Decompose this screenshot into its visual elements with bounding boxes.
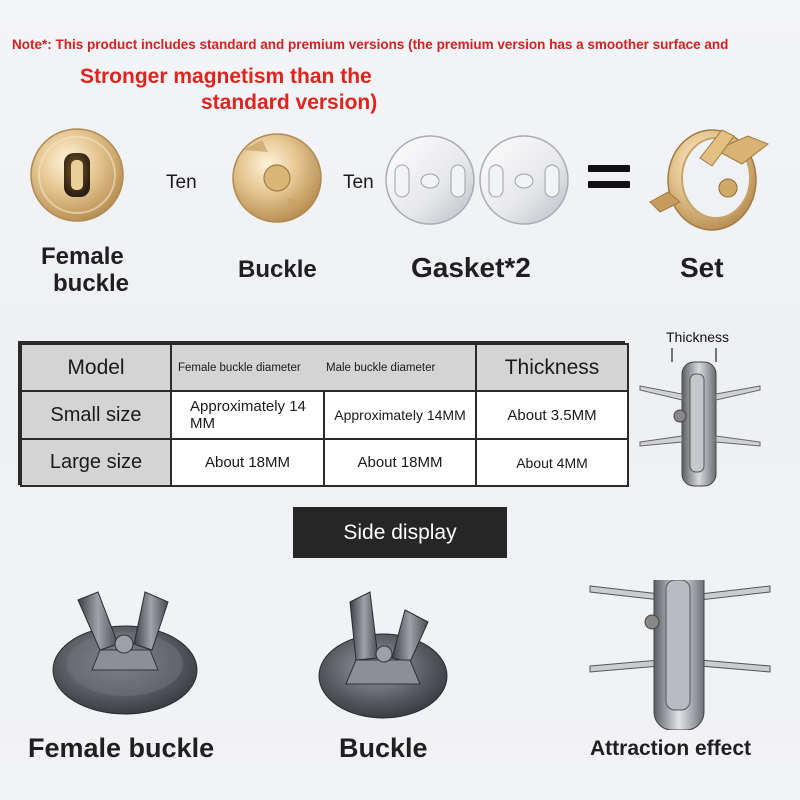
spec-table: Model Female buckle diameter Male buckle…	[18, 341, 629, 487]
buckle-gold	[232, 133, 322, 223]
bottom-side-illustration	[52, 580, 771, 730]
headline-line-2: standard version)	[201, 91, 378, 114]
female-buckle-gold	[30, 128, 124, 222]
note-label: Note*:	[12, 37, 52, 52]
table-row: Small size Approximately 14 MM Approxima…	[20, 390, 629, 440]
buckle-side	[318, 591, 448, 719]
label-female-line1: Female	[41, 243, 124, 270]
label-gasket: Gasket*2	[411, 252, 531, 283]
bottom-label-buckle: Buckle	[339, 733, 428, 763]
cell-female-large: About 18MM	[170, 438, 325, 487]
header-female-diameter: Female buckle diameter	[170, 343, 324, 392]
note-line: Note*: This product includes standard an…	[12, 37, 792, 52]
cell-thickness-small: About 3.5MM	[475, 390, 629, 440]
thickness-label: Thickness	[666, 329, 730, 345]
attraction-side	[589, 580, 771, 730]
row-model-large: Large size	[20, 438, 172, 487]
top-parts-illustration	[30, 128, 770, 231]
header-male-diameter: Male buckle diameter	[324, 343, 477, 392]
side-display-banner: Side display	[293, 507, 507, 558]
table-header-row: Model Female buckle diameter Male buckle…	[20, 343, 629, 392]
bottom-label-female: Female buckle	[28, 733, 215, 763]
label-female-line2: buckle	[53, 270, 130, 297]
headline-line-1: Stronger magnetism than the	[80, 65, 372, 88]
row-model-small: Small size	[20, 390, 172, 440]
equals-sign	[588, 165, 630, 195]
header-thickness: Thickness	[475, 343, 629, 392]
cell-thickness-large: About 4MM	[475, 438, 629, 487]
cell-male-small: Approximately 14MM	[323, 390, 477, 440]
female-buckle-side	[52, 591, 198, 715]
plus-text-1: Ten	[166, 172, 197, 193]
gasket-pair	[385, 135, 569, 225]
header-model: Model	[20, 343, 172, 392]
label-set: Set	[680, 252, 724, 283]
bottom-label-attraction: Attraction effect	[590, 737, 752, 760]
plus-text-2: Ten	[343, 172, 374, 193]
thickness-side-illustration	[639, 348, 761, 487]
set-assembled-gold	[649, 129, 770, 231]
table-row: Large size About 18MM About 18MM About 4…	[20, 438, 629, 487]
label-buckle: Buckle	[238, 256, 317, 283]
cell-male-large: About 18MM	[323, 438, 477, 487]
cell-female-small: Approximately 14 MM	[170, 390, 325, 440]
note-text: This product includes standard and premi…	[51, 37, 729, 52]
